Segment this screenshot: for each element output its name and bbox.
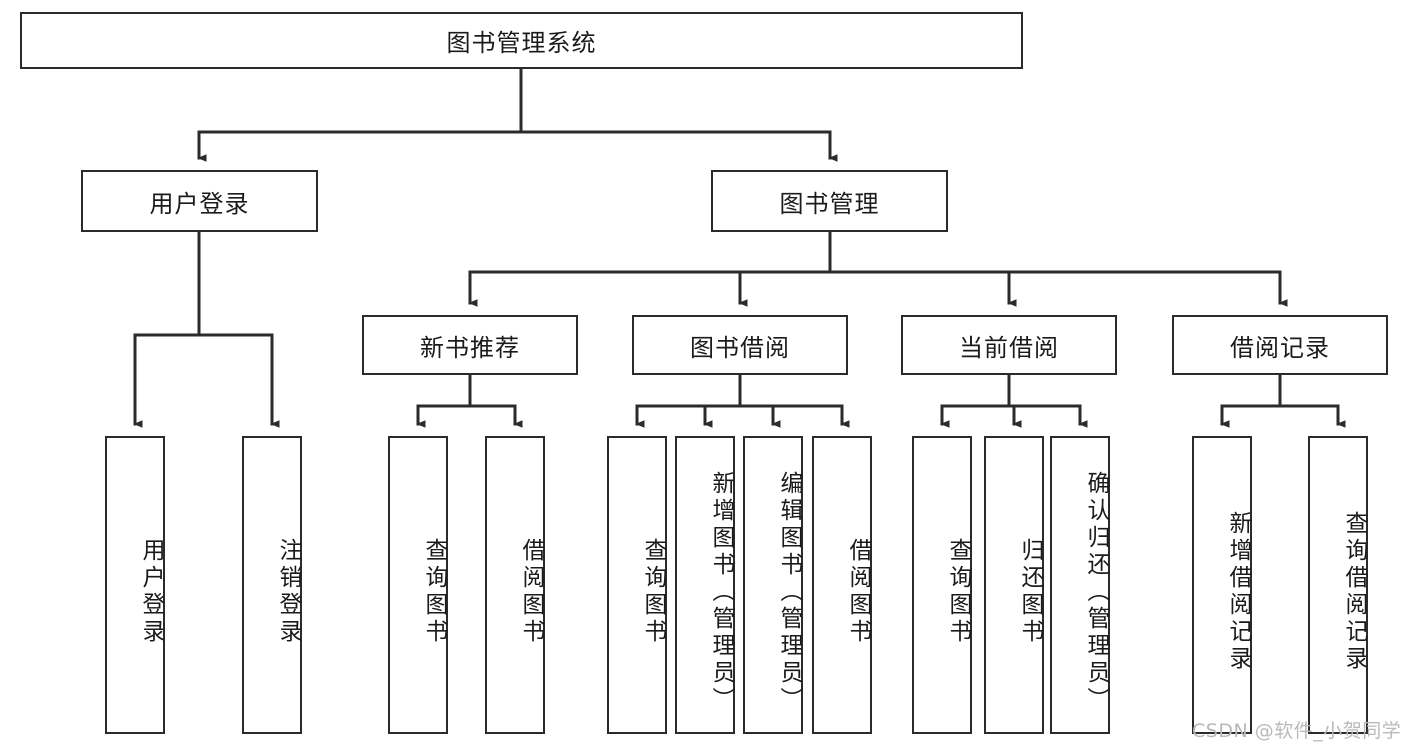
node-leaf-add-book[interactable]: 新增图书（管理员） <box>675 436 735 734</box>
node-leaf-query-book-c-label: 查询图书 <box>945 538 971 646</box>
node-leaf-query-record[interactable]: 查询借阅记录 <box>1308 436 1368 734</box>
node-leaf-return-book-label: 归还图书 <box>1017 538 1043 646</box>
node-book-manage[interactable]: 图书管理 <box>711 170 948 232</box>
node-leaf-borrow-book-b[interactable]: 借阅图书 <box>812 436 872 734</box>
node-leaf-borrow-book-b-label: 借阅图书 <box>845 538 871 646</box>
node-leaf-add-record[interactable]: 新增借阅记录 <box>1192 436 1252 734</box>
node-current-borrow-label: 当前借阅 <box>959 333 1059 362</box>
node-book-borrow[interactable]: 图书借阅 <box>632 315 848 375</box>
node-user-login-label: 用户登录 <box>149 189 250 218</box>
node-leaf-confirm-return-label: 确认归还（管理员） <box>1083 470 1109 714</box>
node-leaf-query-book-c[interactable]: 查询图书 <box>912 436 972 734</box>
node-leaf-borrow-book-rec[interactable]: 借阅图书 <box>485 436 545 734</box>
node-book-manage-label: 图书管理 <box>779 189 880 218</box>
node-leaf-query-book-b[interactable]: 查询图书 <box>607 436 667 734</box>
node-leaf-return-book[interactable]: 归还图书 <box>984 436 1044 734</box>
node-new-book-rec[interactable]: 新书推荐 <box>362 315 578 375</box>
node-user-login[interactable]: 用户登录 <box>81 170 318 232</box>
node-leaf-add-book-label: 新增图书（管理员） <box>708 470 734 714</box>
node-leaf-query-book-rec-label: 查询图书 <box>421 538 447 646</box>
node-root[interactable]: 图书管理系统 <box>20 12 1023 69</box>
node-new-book-rec-label: 新书推荐 <box>420 333 520 362</box>
node-book-borrow-label: 图书借阅 <box>690 333 790 362</box>
node-leaf-user-login[interactable]: 用户登录 <box>105 436 165 734</box>
node-leaf-query-record-label: 查询借阅记录 <box>1341 511 1367 673</box>
node-leaf-logout-label: 注销登录 <box>275 538 301 646</box>
node-leaf-confirm-return[interactable]: 确认归还（管理员） <box>1050 436 1110 734</box>
node-leaf-edit-book[interactable]: 编辑图书（管理员） <box>743 436 803 734</box>
node-root-label: 图书管理系统 <box>446 29 597 57</box>
node-leaf-edit-book-label: 编辑图书（管理员） <box>776 470 802 714</box>
node-leaf-add-record-label: 新增借阅记录 <box>1225 511 1251 673</box>
node-leaf-borrow-book-rec-label: 借阅图书 <box>518 538 544 646</box>
node-borrow-record-label: 借阅记录 <box>1230 333 1330 362</box>
node-leaf-query-book-b-label: 查询图书 <box>640 538 666 646</box>
node-borrow-record[interactable]: 借阅记录 <box>1172 315 1388 375</box>
node-current-borrow[interactable]: 当前借阅 <box>901 315 1117 375</box>
node-leaf-query-book-rec[interactable]: 查询图书 <box>388 436 448 734</box>
node-leaf-logout[interactable]: 注销登录 <box>242 436 302 734</box>
node-leaf-user-login-label: 用户登录 <box>138 538 164 646</box>
